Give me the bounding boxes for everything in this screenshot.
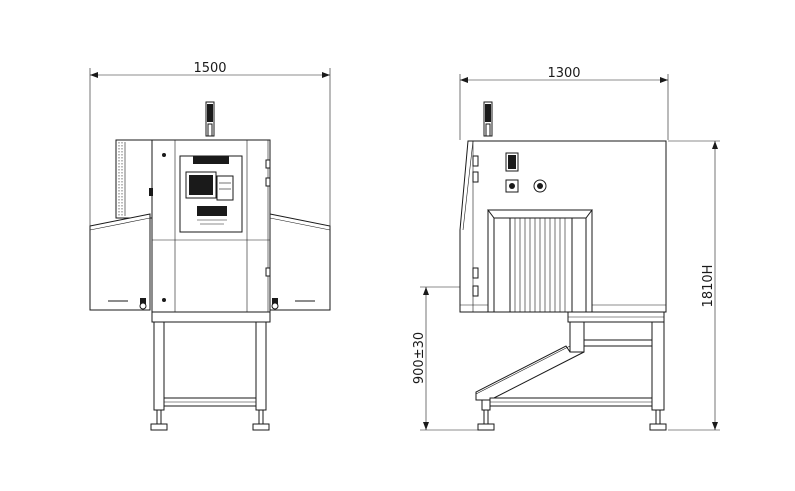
front-left-vent	[115, 139, 153, 219]
side-controls	[472, 152, 547, 297]
side-tunnel	[487, 209, 593, 313]
side-signal-tower	[483, 101, 493, 137]
working-height-dimension: 900±30	[412, 286, 510, 431]
side-width-dimension: 1300	[459, 66, 669, 140]
side-width-label: 1300	[547, 66, 580, 81]
front-signal-tower	[205, 101, 215, 137]
side-base	[567, 311, 665, 323]
front-width-dimension: 1500	[89, 61, 331, 228]
front-conveyor-left	[89, 213, 151, 311]
front-conveyor-right	[269, 213, 331, 311]
front-view: 1500	[89, 61, 331, 431]
total-height-dimension: 1810H	[668, 140, 720, 431]
front-width-label: 1500	[193, 61, 226, 76]
side-view: 1300 1810H 900±30	[412, 66, 720, 431]
side-stand	[475, 321, 667, 431]
front-stand	[150, 311, 271, 431]
total-height-label: 1810H	[701, 265, 716, 308]
front-hmi-panel	[179, 155, 243, 233]
front-adjuster-knobs	[139, 298, 279, 310]
working-height-label: 900±30	[412, 332, 427, 384]
